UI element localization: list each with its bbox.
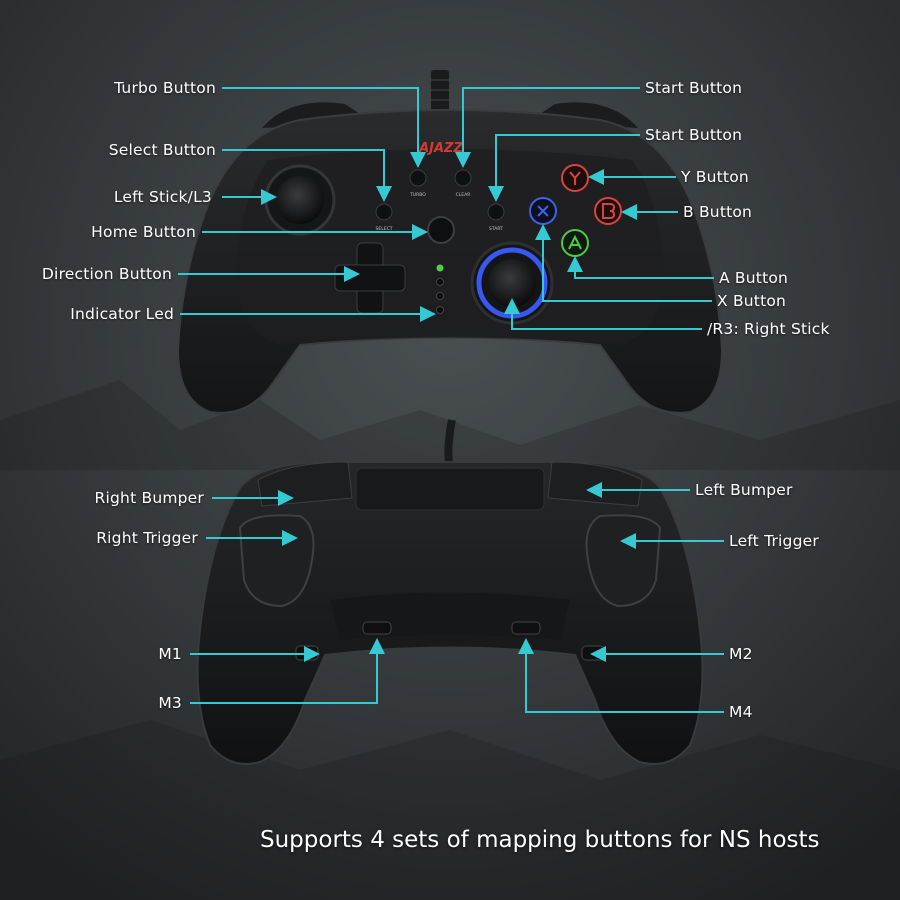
select-button[interactable] — [375, 203, 393, 221]
label-m3: M3 — [158, 694, 182, 712]
top-cable — [431, 70, 449, 120]
turbo-button[interactable] — [409, 169, 427, 187]
label-left-stick: Left Stick/L3 — [113, 188, 212, 206]
m3-button[interactable] — [362, 621, 392, 635]
label-b-button: B Button — [683, 203, 753, 221]
home-button[interactable] — [427, 216, 455, 244]
label-right-stick: /R3: Right Stick — [707, 320, 830, 338]
label-left-trigger: Left Trigger — [729, 532, 819, 550]
bottom-controller — [196, 419, 704, 765]
top-controller: AJAZZ TURBO CLEAR SELECT START — [176, 70, 724, 414]
label-m4: M4 — [729, 703, 753, 721]
right-stick[interactable] — [488, 259, 536, 307]
indicator-led-2 — [436, 278, 444, 286]
left-trigger[interactable] — [585, 514, 662, 608]
label-a-button: A Button — [719, 269, 789, 287]
b-glyph-icon — [602, 203, 616, 219]
x-glyph-icon — [537, 205, 549, 217]
label-select-button: Select Button — [108, 141, 216, 159]
label-m2: M2 — [729, 645, 753, 663]
label-m1: M1 — [158, 645, 182, 663]
label-right-trigger: Right Trigger — [96, 529, 198, 547]
indicator-led-4 — [436, 306, 444, 314]
a-glyph-icon — [568, 234, 582, 250]
start-button[interactable] — [487, 203, 505, 221]
left-stick[interactable] — [276, 176, 324, 224]
label-start-button: Start Button — [645, 126, 743, 144]
caption: Supports 4 sets of mapping buttons for N… — [260, 827, 820, 853]
indicator-led-3 — [436, 292, 444, 300]
b-button[interactable] — [594, 197, 622, 225]
label-left-bumper: Left Bumper — [695, 481, 793, 499]
a-button[interactable] — [561, 229, 589, 257]
select-small-label: SELECT — [376, 226, 393, 232]
label-turbo-button: Turbo Button — [114, 79, 216, 97]
clear-button[interactable] — [454, 169, 472, 187]
label-x-button: X Button — [717, 292, 787, 310]
turbo-small-label: TURBO — [409, 192, 426, 198]
m4-button[interactable] — [511, 621, 541, 635]
brand-logo: AJAZZ — [418, 141, 463, 156]
callout-lines — [178, 87, 724, 713]
label-right-bumper: Right Bumper — [94, 489, 204, 507]
start-small-label: START — [489, 226, 503, 232]
label-direction-button: Direction Button — [41, 265, 172, 283]
clear-small-label: CLEAR — [456, 192, 471, 198]
y-glyph-icon — [569, 171, 581, 185]
label-y-button: Y Button — [681, 168, 749, 186]
label-home-button: Home Button — [91, 223, 196, 241]
label-indicator-led: Indicator Led — [70, 305, 174, 323]
indicator-led-1 — [436, 264, 444, 272]
direction-pad[interactable] — [334, 242, 406, 314]
label-start-button-top: Start Button — [645, 79, 743, 97]
